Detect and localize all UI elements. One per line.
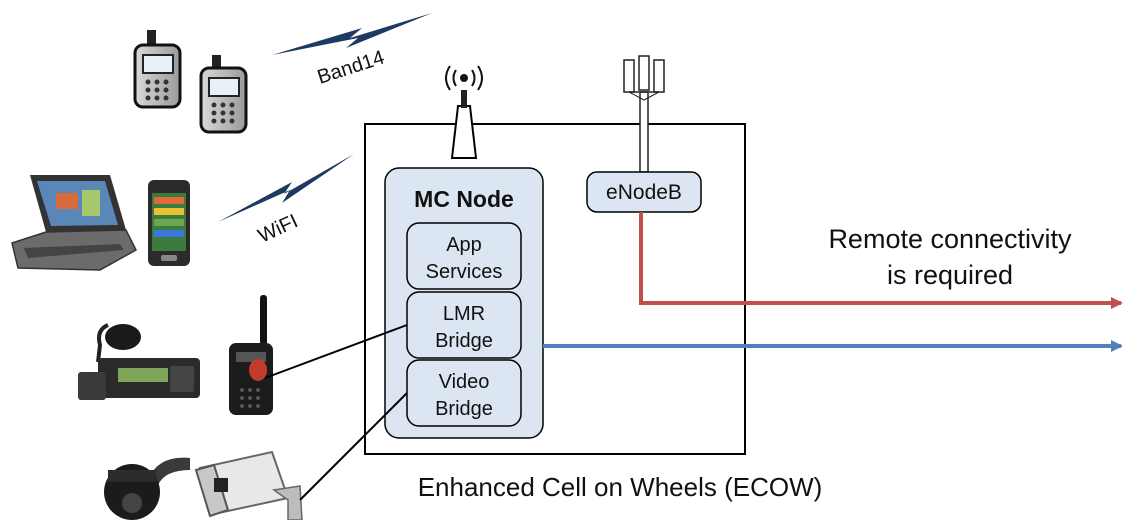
lmr-handheld-radio-icon xyxy=(229,295,273,415)
band14-label: Band14 xyxy=(315,47,387,89)
lmr-bridge-line2: Bridge xyxy=(435,330,493,352)
security-camera-icon xyxy=(194,450,303,520)
enodeb-label: eNodeB xyxy=(606,181,682,204)
video-connection-line xyxy=(299,392,408,501)
video-bridge-line1: Video xyxy=(439,371,490,393)
lmr-connection-line xyxy=(264,324,408,379)
app-services-line1: App xyxy=(446,234,482,256)
lmr-bridge-line1: LMR xyxy=(443,303,485,325)
mc-node-title: MC Node xyxy=(414,186,514,212)
app-services-box xyxy=(406,222,522,290)
ptz-camera-icon xyxy=(104,457,190,520)
band14-bolt-icon xyxy=(272,13,432,55)
enodeb-backhaul-arrow xyxy=(639,212,1123,309)
phone-icon xyxy=(199,55,248,134)
wifi-bolt-icon xyxy=(218,154,354,222)
enodeb-box xyxy=(586,171,702,213)
video-bridge-line2: Bridge xyxy=(435,398,493,420)
antenna-icon xyxy=(445,65,483,159)
mobile-radio-icon xyxy=(78,323,200,400)
smartphone-icon xyxy=(148,180,190,266)
remote-connectivity-line1: Remote connectivity xyxy=(828,224,1072,254)
phone-icon xyxy=(133,30,182,109)
laptop-icon xyxy=(11,175,137,271)
wifi-label: WiFI xyxy=(255,210,302,247)
ecow-caption: Enhanced Cell on Wheels (ECOW) xyxy=(418,472,823,502)
remote-connectivity-line2: is required xyxy=(887,260,1013,290)
app-services-line2: Services xyxy=(426,261,503,283)
